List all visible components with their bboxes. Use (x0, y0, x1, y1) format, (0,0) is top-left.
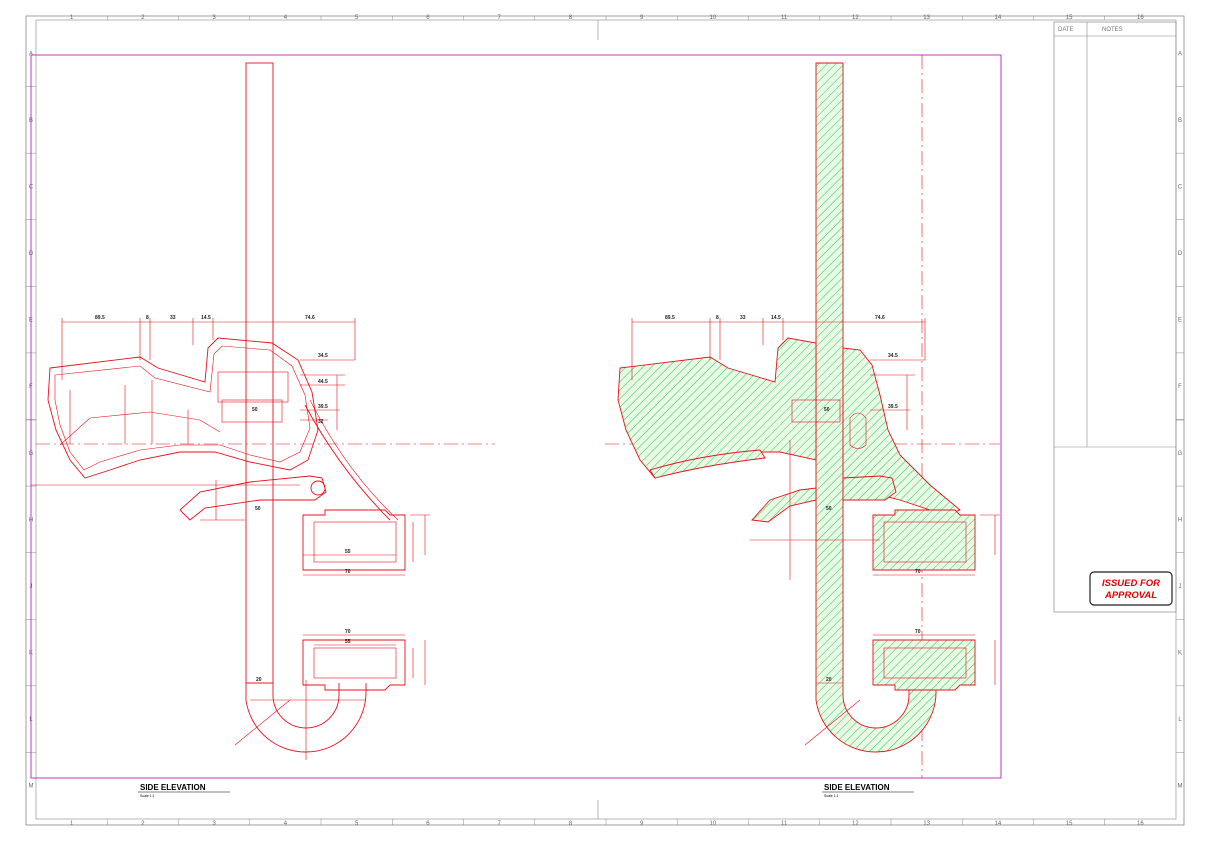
grid-row-label: H (1178, 517, 1182, 523)
grid-column-label: 13 (923, 821, 930, 827)
svg-text:32: 32 (318, 419, 324, 425)
grid-row-label: J (1179, 584, 1182, 590)
svg-text:34.5: 34.5 (318, 353, 328, 359)
grid-row-label: G (1178, 451, 1183, 457)
grid-column-label: 16 (1137, 15, 1144, 21)
grid-column-label: 11 (781, 15, 788, 21)
svg-text:8: 8 (716, 315, 719, 321)
grid-column-label: 12 (852, 15, 859, 21)
svg-text:20: 20 (826, 677, 832, 683)
grid-column-label: 12 (852, 821, 859, 827)
grid-column-label: 7 (497, 15, 501, 21)
grid-column-label: 6 (426, 15, 430, 21)
svg-text:74.6: 74.6 (875, 315, 885, 321)
grid-column-label: 5 (355, 821, 359, 827)
grid-column-label: 1 (70, 821, 74, 827)
grid-column-label: 1 (70, 15, 74, 21)
stamp-line-2: APPROVAL (1104, 590, 1157, 601)
grid-column-label: 10 (710, 15, 717, 21)
grid-row-label: M (29, 784, 34, 790)
grid-column-label: 3 (212, 15, 216, 21)
viewport-frame (30, 54, 1002, 779)
view-scale-text: Scale 1:1 (824, 794, 839, 798)
approval-stamp (1089, 571, 1173, 606)
grid-row-label: A (29, 51, 33, 57)
grid-row-labels-right: A B C D E F G H J K L M (1176, 51, 1184, 790)
svg-text:14.5: 14.5 (771, 315, 781, 321)
svg-text:8: 8 (146, 315, 149, 321)
grid-row-label: L (1178, 717, 1182, 723)
view-title-text: SIDE ELEVATION (824, 783, 890, 792)
grid-row-label: B (1178, 118, 1182, 124)
grid-column-label: 13 (923, 15, 930, 21)
grid-column-label: 7 (497, 821, 501, 827)
grid-column-label: 5 (355, 15, 359, 21)
view-scale-text: Scale 1:1 (140, 794, 155, 798)
grid-row-label: F (1178, 384, 1182, 390)
grid-column-label: 16 (1137, 821, 1144, 827)
grid-row-label: D (1178, 251, 1183, 257)
view-title-left: SIDE ELEVATION Scale 1:1 (138, 783, 230, 798)
grid-column-label: 10 (710, 821, 717, 827)
sheet-frame (25, 15, 1185, 826)
grid-column-label: 4 (284, 15, 288, 21)
side-elevation-outline-view: 89.5 8 33 14.5 74.6 34.5 44.5 39.5 32 50… (31, 62, 495, 760)
grid-column-label: 3 (212, 821, 216, 827)
notes-header: NOTES (1102, 27, 1123, 33)
grid-column-label: 2 (141, 821, 145, 827)
grid-column-label: 14 (995, 15, 1002, 21)
grid-row-label: A (1178, 51, 1182, 57)
svg-text:74.6: 74.6 (305, 315, 315, 321)
grid-row-label: E (1178, 318, 1182, 324)
view-title-right: SIDE ELEVATION Scale 1:1 (822, 783, 914, 798)
svg-text:20: 20 (256, 677, 262, 683)
svg-text:50: 50 (824, 407, 830, 413)
svg-text:33: 33 (740, 315, 746, 321)
grid-column-label: 2 (141, 15, 145, 21)
svg-text:89.5: 89.5 (665, 315, 675, 321)
svg-text:70: 70 (345, 629, 351, 635)
title-block: DATE NOTES ISSUED FOR APPROVAL (1053, 21, 1177, 613)
svg-text:50: 50 (826, 506, 832, 512)
svg-text:55: 55 (345, 549, 351, 555)
grid-column-label: 14 (995, 821, 1002, 827)
svg-text:44.5: 44.5 (318, 379, 328, 385)
svg-text:50: 50 (252, 407, 258, 413)
svg-text:50: 50 (255, 506, 261, 512)
svg-text:55: 55 (345, 639, 351, 645)
grid-column-label: 9 (640, 15, 644, 21)
grid-row-label: K (1178, 651, 1182, 657)
grid-column-label: 11 (781, 821, 788, 827)
svg-text:34.5: 34.5 (888, 353, 898, 359)
grid-column-label: 15 (1066, 821, 1073, 827)
grid-column-label: 15 (1066, 15, 1073, 21)
svg-text:89.5: 89.5 (95, 315, 105, 321)
grid-column-label: 8 (569, 821, 573, 827)
view-title-text: SIDE ELEVATION (140, 783, 206, 792)
grid-column-label: 6 (426, 821, 430, 827)
grid-column-label: 4 (284, 821, 288, 827)
svg-text:70: 70 (915, 629, 921, 635)
svg-text:39.5: 39.5 (318, 404, 328, 410)
date-header: DATE (1058, 27, 1074, 33)
svg-text:70: 70 (915, 569, 921, 575)
grid-column-label: 8 (569, 15, 573, 21)
svg-text:14.5: 14.5 (201, 315, 211, 321)
stamp-line-1: ISSUED FOR (1102, 578, 1160, 589)
grid-row-label: M (1178, 784, 1183, 790)
grid-column-label: 9 (640, 821, 644, 827)
svg-text:70: 70 (345, 569, 351, 575)
grid-row-label: C (1178, 184, 1183, 190)
svg-text:39.5: 39.5 (888, 404, 898, 410)
side-elevation-hatched-view: 89.5 8 33 14.5 74.6 34.5 39.5 50 50 70 7… (605, 55, 1000, 778)
svg-text:33: 33 (170, 315, 176, 321)
